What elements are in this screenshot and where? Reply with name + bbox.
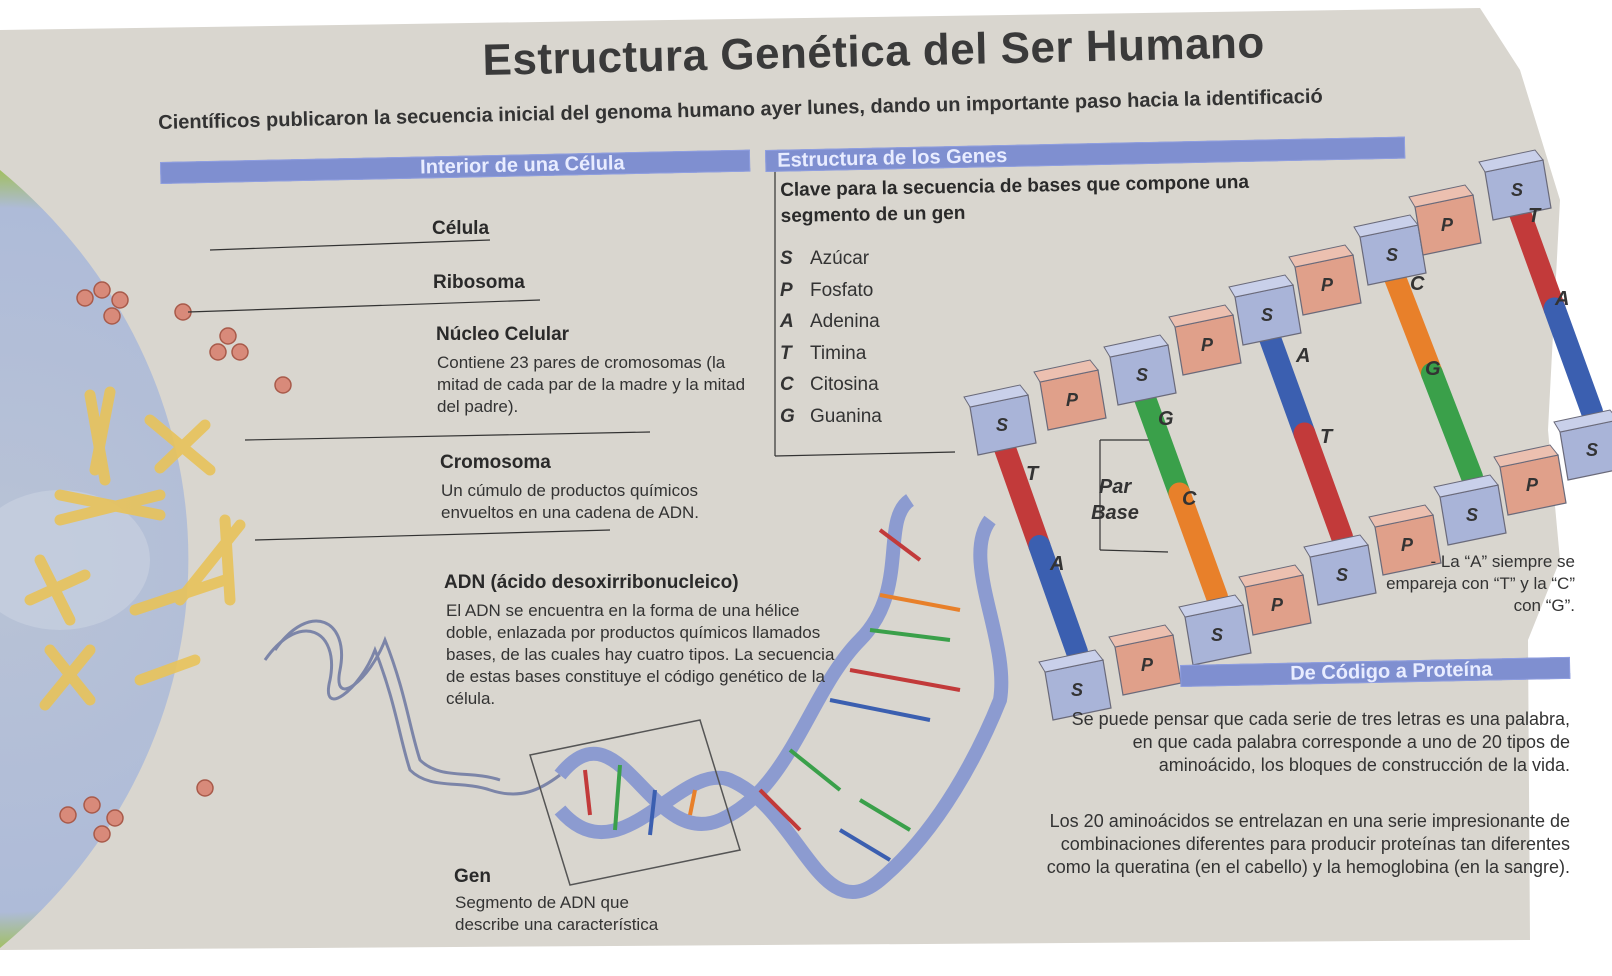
base-letter: G	[1425, 358, 1441, 380]
legend-item: S Azúcar	[780, 248, 869, 270]
phosphate-block: P	[1408, 184, 1482, 256]
base-letter: C	[1410, 273, 1425, 295]
legend-item: P Fosfato	[780, 280, 873, 302]
base-bar	[1543, 297, 1603, 423]
double-helix	[554, 494, 1009, 899]
phosphate-block: P	[1368, 504, 1442, 576]
label-celula: Célula	[432, 218, 490, 239]
phosphate-letter: P	[1141, 655, 1154, 675]
label-gen: Gen	[454, 866, 491, 887]
text-cromosoma: Un cúmulo de productos químicos envuelto…	[441, 481, 700, 522]
phosphate-block: P	[1033, 359, 1107, 431]
sugar-letter: S	[1136, 365, 1148, 385]
base-bar	[1293, 422, 1353, 548]
text-nucleo: Contiene 23 pares de cromosomas (la mita…	[437, 353, 746, 416]
legend-key: P	[780, 279, 793, 301]
legend-label: Timina	[810, 342, 867, 364]
base-letter: C	[1182, 488, 1197, 510]
base-letter: G	[1158, 408, 1174, 430]
legend-label: Citosina	[810, 374, 879, 395]
gene-segment-box	[529, 719, 741, 886]
legend-item: A Adenina	[780, 311, 880, 333]
protein-paragraph-2: Los 20 aminoácidos se entrelazan en una …	[1046, 811, 1570, 877]
legend-label: Guanina	[810, 405, 882, 427]
phosphate-letter: P	[1201, 335, 1214, 355]
legend-key: C	[780, 374, 794, 395]
phosphate-block: P	[1108, 624, 1182, 696]
dna-coil	[263, 619, 561, 796]
legend-item: T Timina	[780, 343, 866, 365]
base-letter: T	[1026, 463, 1040, 485]
sugar-letter: S	[1211, 625, 1223, 645]
base-letter: T	[1528, 205, 1542, 227]
phosphate-block: P	[1168, 304, 1242, 376]
legend-heading: Clave para la secuencia de bases que com…	[780, 171, 1250, 227]
base-bar	[1168, 482, 1228, 608]
phosphate-letter: P	[1401, 535, 1414, 555]
legend-label: Azúcar	[810, 248, 870, 269]
legend-item: G Guanina	[780, 406, 882, 428]
text-adn: El ADN se encuentra en la forma de una h…	[446, 601, 835, 708]
sugar-letter: S	[1261, 305, 1273, 325]
legend-label: Fosfato	[810, 279, 874, 301]
base-letter: A	[1554, 288, 1569, 310]
sugar-block: S	[1433, 474, 1507, 546]
sugar-block: S	[1178, 594, 1252, 666]
legend-key: G	[780, 405, 795, 427]
base-bar	[1256, 319, 1316, 445]
chromosome-shapes	[24, 386, 246, 711]
phosphate-letter: P	[1271, 595, 1284, 615]
sugar-letter: S	[1386, 245, 1398, 265]
label-nucleo: Núcleo Celular	[436, 324, 570, 345]
phosphate-letter: P	[1321, 275, 1334, 295]
legend-key: T	[780, 342, 792, 364]
label-cromosoma: Cromosoma	[440, 452, 551, 473]
legend-key: A	[780, 311, 794, 332]
base-bar	[1131, 379, 1191, 505]
pairing-note: - La “A” siempre se empareja con “T” y l…	[1386, 552, 1575, 615]
base-bar	[1381, 259, 1443, 385]
base-bar	[1506, 194, 1566, 320]
par-base-label: Par Base	[1091, 476, 1139, 524]
label-adn: ADN (ácido desoxirribonucleico)	[444, 572, 739, 593]
phosphate-block: P	[1238, 564, 1312, 636]
label-ribosoma: Ribosoma	[433, 272, 525, 293]
sugar-block: S	[1353, 214, 1427, 286]
legend-label: Adenina	[810, 311, 880, 332]
phosphate-block: P	[1493, 444, 1567, 516]
sugar-letter: S	[996, 415, 1008, 435]
legend-key: S	[780, 248, 793, 269]
base-letter: T	[1320, 426, 1334, 448]
leader-lines	[187, 170, 1169, 553]
phosphate-letter: P	[1526, 475, 1539, 495]
base-letter: A	[1295, 345, 1310, 367]
phosphate-letter: P	[1441, 215, 1454, 235]
sugar-block: S	[1228, 274, 1302, 346]
sugar-block: S	[963, 384, 1037, 456]
sugar-letter: S	[1511, 180, 1523, 200]
protein-paragraph-1: Se puede pensar que cada serie de tres l…	[1071, 709, 1570, 775]
base-letter: A	[1049, 553, 1064, 575]
sugar-letter: S	[1071, 680, 1083, 700]
base-bar	[991, 429, 1051, 557]
sugar-block: S	[1303, 534, 1377, 606]
sugar-letter: S	[1336, 565, 1348, 585]
base-bar	[1421, 362, 1483, 488]
sugar-block: S	[1038, 649, 1112, 721]
phosphate-letter: P	[1066, 390, 1079, 410]
sugar-block: S	[1553, 409, 1612, 481]
ribosome-dots	[59, 281, 292, 843]
sugar-letter: S	[1586, 440, 1598, 460]
legend-item: C Citosina	[780, 374, 879, 396]
phosphate-block: P	[1288, 244, 1362, 316]
sugar-letter: S	[1466, 505, 1478, 525]
text-gen: Segmento de ADN que describe una caracte…	[455, 893, 659, 934]
sugar-block: S	[1103, 334, 1177, 406]
base-bar	[1028, 535, 1088, 663]
sugar-block: S	[1478, 149, 1552, 221]
